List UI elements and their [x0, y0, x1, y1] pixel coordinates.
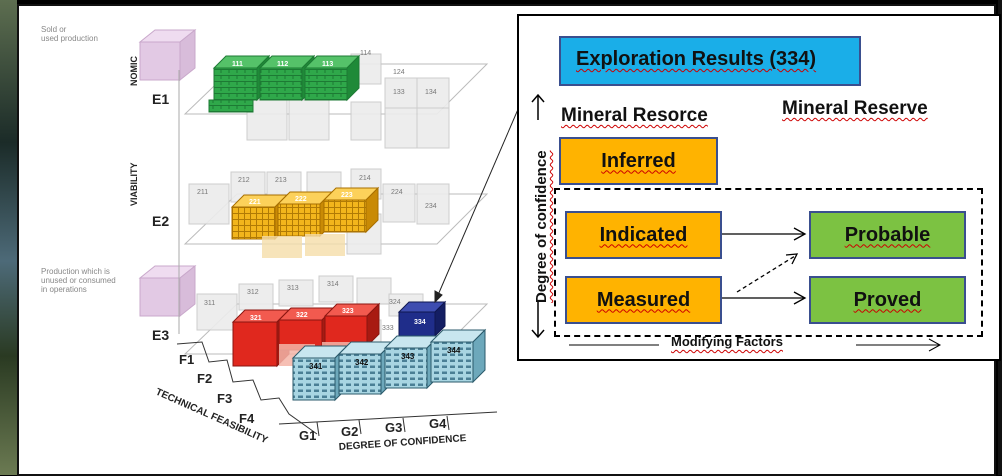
unused-label-1: Production which is: [41, 267, 110, 276]
cell-212: 212: [238, 177, 250, 184]
cell-223: 223: [341, 192, 353, 199]
sold-label-2: used production: [41, 34, 98, 43]
panel-arrows: [569, 227, 942, 352]
g4-label: G4: [429, 416, 447, 431]
inferred-box: Inferred: [559, 137, 718, 185]
g3-label: G3: [385, 420, 402, 435]
cell-343: 343: [401, 352, 415, 361]
layer-e1: 114 124 134 133 111 112 113: [183, 50, 489, 149]
layer-e3: 311 312 313 314 324 331 332 333: [183, 275, 489, 402]
confidence-arrows: [531, 93, 545, 339]
f1-label: F1: [179, 352, 194, 367]
f2-label: F2: [197, 371, 212, 386]
modifying-region: [554, 188, 983, 337]
f-axis: [176, 341, 318, 435]
cell-344: 344: [447, 346, 461, 355]
cell-214: 214: [359, 175, 371, 182]
cell-312: 312: [247, 289, 259, 296]
f3-label: F3: [217, 391, 232, 406]
indicated-box: Indicated: [565, 211, 722, 259]
viability-axis-label: VIABILITY: [129, 162, 139, 206]
f4-label: F4: [239, 411, 255, 426]
modifying-factors-label: Modifying Factors: [671, 334, 783, 349]
inferred-label: Inferred: [601, 149, 676, 172]
g1-label: G1: [299, 428, 316, 443]
cell-234: 234: [425, 203, 437, 210]
mineral-resource-header: Mineral Resorce: [561, 105, 708, 126]
unused-label-3: in operations: [41, 285, 87, 294]
cell-322: 322: [296, 312, 308, 319]
cell-112: 112: [277, 61, 288, 68]
probable-box: Probable: [809, 211, 966, 259]
cell-314: 314: [327, 281, 339, 288]
measured-box: Measured: [565, 276, 722, 324]
proved-box: Proved: [809, 276, 966, 324]
cell-222: 222: [295, 196, 307, 203]
cell-321: 321: [250, 315, 262, 322]
e1-label: E1: [152, 91, 169, 107]
cell-113: 113: [322, 61, 333, 68]
cell-211: 211: [197, 189, 208, 196]
e2-label: E2: [152, 213, 169, 229]
cell-221: 221: [249, 199, 261, 206]
sold-label-1: Sold or: [41, 25, 67, 34]
g-axis: [278, 411, 498, 437]
unfc-cube-figure: Sold or used production Production which…: [41, 25, 517, 453]
measured-label: Measured: [596, 288, 691, 311]
cell-311: 311: [204, 300, 215, 307]
cell-134: 134: [425, 89, 437, 96]
background-photo-strip: [0, 0, 17, 475]
classification-panel: Exploration Results (334) Mineral Resorc…: [517, 14, 1001, 361]
cell-342: 342: [355, 358, 369, 367]
cell-111: 111: [232, 61, 243, 68]
purple-cube-bottom: [138, 264, 197, 318]
unused-label-2: unused or consumed: [41, 276, 116, 285]
purple-cube-top: [138, 28, 197, 82]
cell-313: 313: [287, 285, 299, 292]
economic-axis-label: NOMIC: [129, 56, 139, 86]
cell-333: 333: [382, 325, 394, 332]
cell-124: 124: [393, 69, 405, 76]
layer-e2: 211 212 213 214 224 234 231 232 233: [183, 168, 489, 258]
cell-114: 114: [360, 50, 371, 57]
connector-arrow: [434, 110, 517, 304]
cell-133: 133: [393, 89, 405, 96]
g2-label: G2: [341, 424, 358, 439]
cell-323: 323: [342, 308, 354, 315]
cell-334: 334: [414, 319, 426, 326]
cell-341: 341: [309, 362, 323, 371]
exploration-results-label: Exploration Results (334): [576, 48, 817, 70]
cell-213: 213: [275, 177, 287, 184]
exploration-results-box: Exploration Results (334): [559, 36, 861, 86]
e3-label: E3: [152, 327, 169, 343]
proved-label: Proved: [853, 288, 922, 311]
cell-324: 324: [389, 299, 401, 306]
cell-224: 224: [391, 189, 403, 196]
probable-label: Probable: [844, 223, 931, 246]
indicated-label: Indicated: [599, 223, 688, 246]
mineral-reserve-header: Mineral Reserve: [782, 98, 928, 119]
